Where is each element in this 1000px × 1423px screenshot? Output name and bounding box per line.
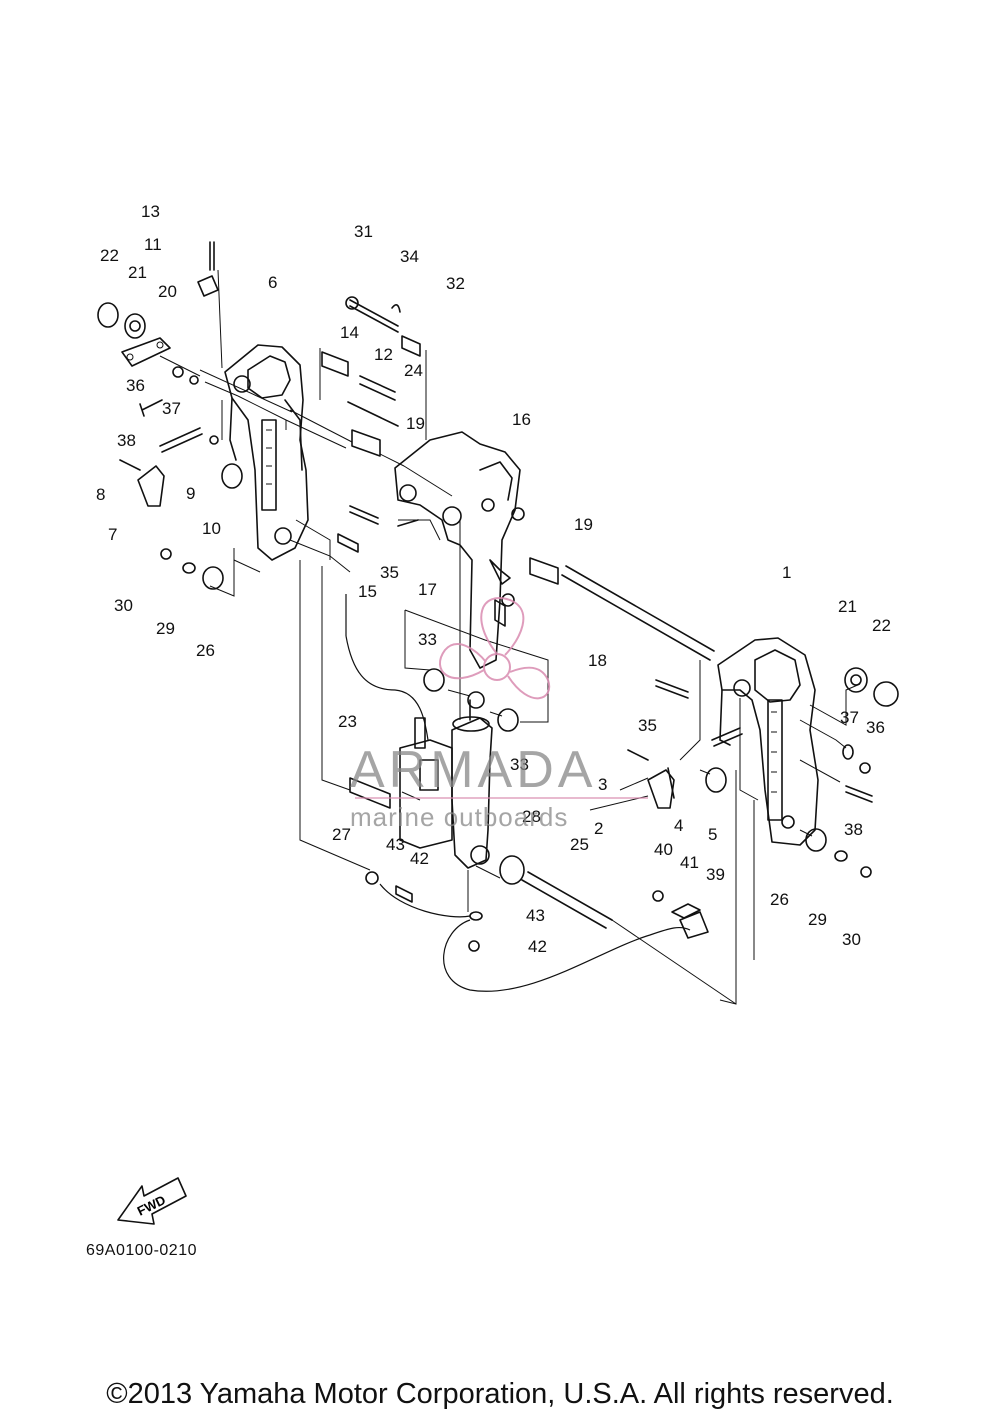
callout-33b: 33 [510,755,529,774]
callout-24: 24 [404,361,423,380]
callout-5: 5 [708,825,717,844]
swivel-bracket [394,431,525,669]
assembly-lines [159,269,861,1005]
propeller-logo-icon [439,597,551,700]
callout-22b: 22 [872,616,891,635]
callout-15: 15 [358,582,377,601]
callout-30: 30 [114,596,133,615]
callout-21: 21 [128,263,147,282]
left-clamp-bracket [224,344,309,561]
callout-34: 34 [400,247,419,266]
callout-26b: 26 [770,890,789,909]
callout-18: 18 [588,651,607,670]
callout-38: 38 [117,431,136,450]
copyright-text: ©2013 Yamaha Motor Corporation, U.S.A. A… [106,1378,894,1410]
callout-2: 2 [594,819,603,838]
callout-3: 3 [598,775,607,794]
watermark-name: ARMADA [350,741,596,799]
armada-watermark: ARMADA marine outboards [350,597,648,832]
callout-42b: 42 [528,937,547,956]
callout-11: 11 [144,235,162,254]
callout-33: 33 [418,630,437,649]
callout-43b: 43 [526,906,545,925]
callout-36b: 36 [866,718,885,737]
small-parts [97,241,899,952]
callout-31: 31 [354,222,373,241]
callout-7: 7 [108,525,117,544]
callout-4: 4 [674,816,683,835]
callout-6: 6 [268,273,277,292]
callout-40: 40 [654,840,673,859]
callout-19: 19 [406,414,425,433]
callout-35b: 35 [638,716,657,735]
callout-35: 35 [380,563,399,582]
tilt-trim-cylinder [345,635,493,869]
callout-8: 8 [96,485,105,504]
callout-13: 13 [141,202,160,221]
callout-20: 20 [158,282,177,301]
callout-39: 39 [706,865,725,884]
right-clamp-bracket [717,637,819,846]
callout-32: 32 [446,274,465,293]
callout-10: 10 [202,519,221,538]
callout-41: 41 [680,853,699,872]
callout-1: 1 [782,563,791,582]
callout-29: 29 [156,619,175,638]
callout-29b: 29 [808,910,827,929]
callout-12: 12 [374,345,393,364]
callout-38b: 38 [844,820,863,839]
callout-9: 9 [186,484,195,503]
callout-30b: 30 [842,930,861,949]
callout-14: 14 [340,323,359,342]
callout-labels: 13 11 22 21 20 6 36 37 38 8 9 7 10 31 34… [96,202,891,956]
callout-17: 17 [418,580,437,599]
callout-19b: 19 [574,515,593,534]
callout-28: 28 [522,807,541,826]
callout-42: 42 [410,849,429,868]
callout-27: 27 [332,825,351,844]
callout-16: 16 [512,410,531,429]
callout-36: 36 [126,376,145,395]
callout-22: 22 [100,246,119,265]
callout-25: 25 [570,835,589,854]
part-code: 69A0100-0210 [86,1242,197,1259]
watermark-tagline: marine outboards [350,802,568,832]
callout-43: 43 [386,835,405,854]
callout-21b: 21 [838,597,857,616]
callout-23: 23 [338,712,357,731]
callout-37b: 37 [840,708,859,727]
callout-37: 37 [162,399,181,418]
callout-26: 26 [196,641,215,660]
fwd-arrow-icon: FWD [117,1177,187,1225]
